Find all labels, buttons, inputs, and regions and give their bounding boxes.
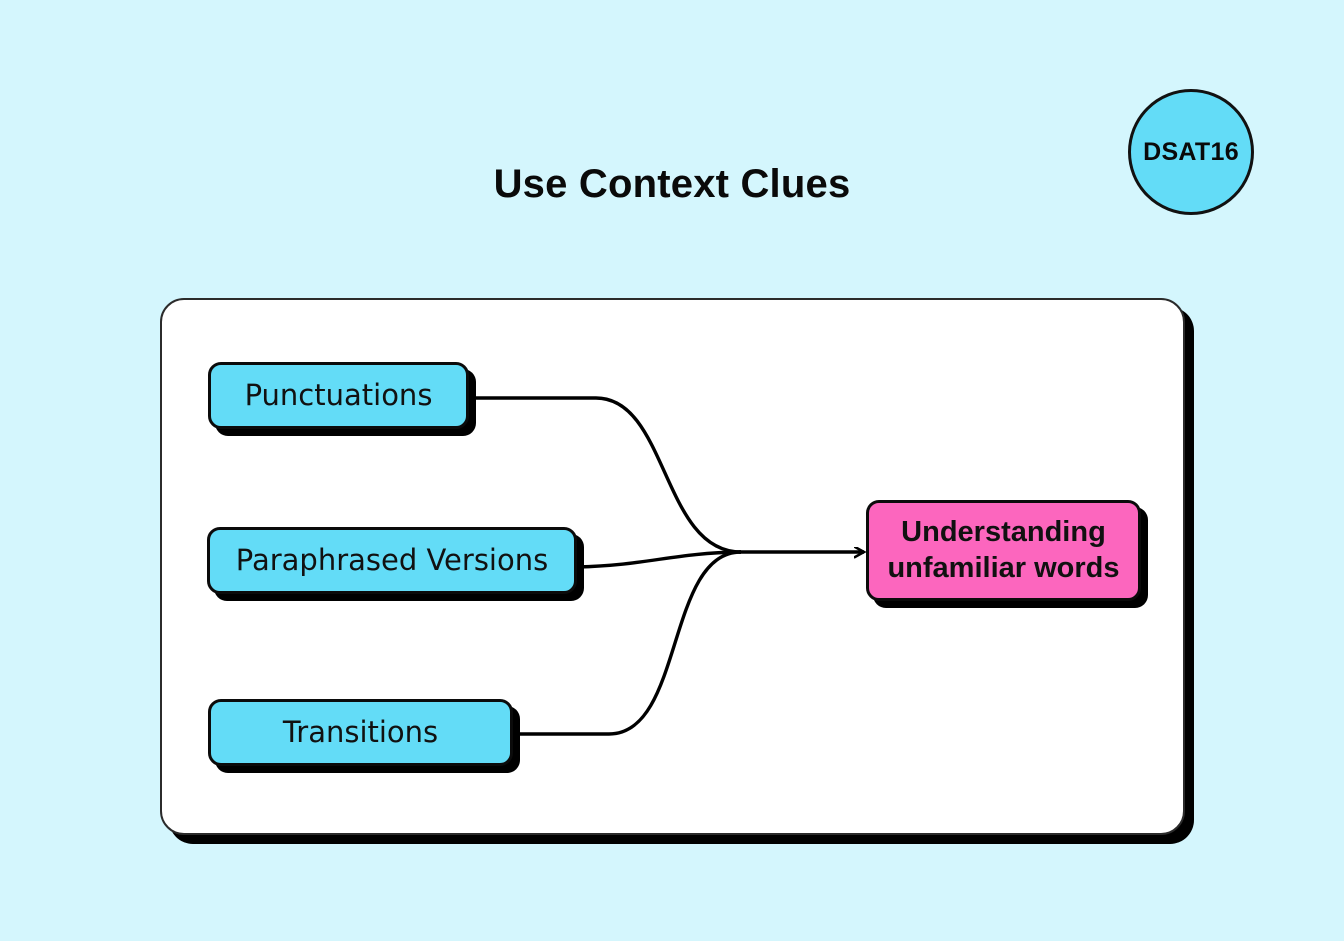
node-paraphrased-versions[interactable]: Paraphrased Versions bbox=[207, 527, 577, 594]
dsat16-badge: DSAT16 bbox=[1128, 89, 1254, 215]
node-understanding-unfamiliar-words[interactable]: Understanding unfamiliar words bbox=[866, 500, 1141, 601]
node-punctuations[interactable]: Punctuations bbox=[208, 362, 469, 429]
node-paraphrased-versions-label: Paraphrased Versions bbox=[235, 543, 549, 578]
node-transitions[interactable]: Transitions bbox=[208, 699, 513, 766]
node-transitions-label: Transitions bbox=[282, 715, 439, 750]
badge-label: DSAT16 bbox=[1143, 137, 1239, 166]
node-punctuations-label: Punctuations bbox=[244, 378, 433, 413]
node-understanding-unfamiliar-words-label: Understanding unfamiliar words bbox=[887, 516, 1120, 584]
page-title: Use Context Clues bbox=[493, 162, 851, 206]
